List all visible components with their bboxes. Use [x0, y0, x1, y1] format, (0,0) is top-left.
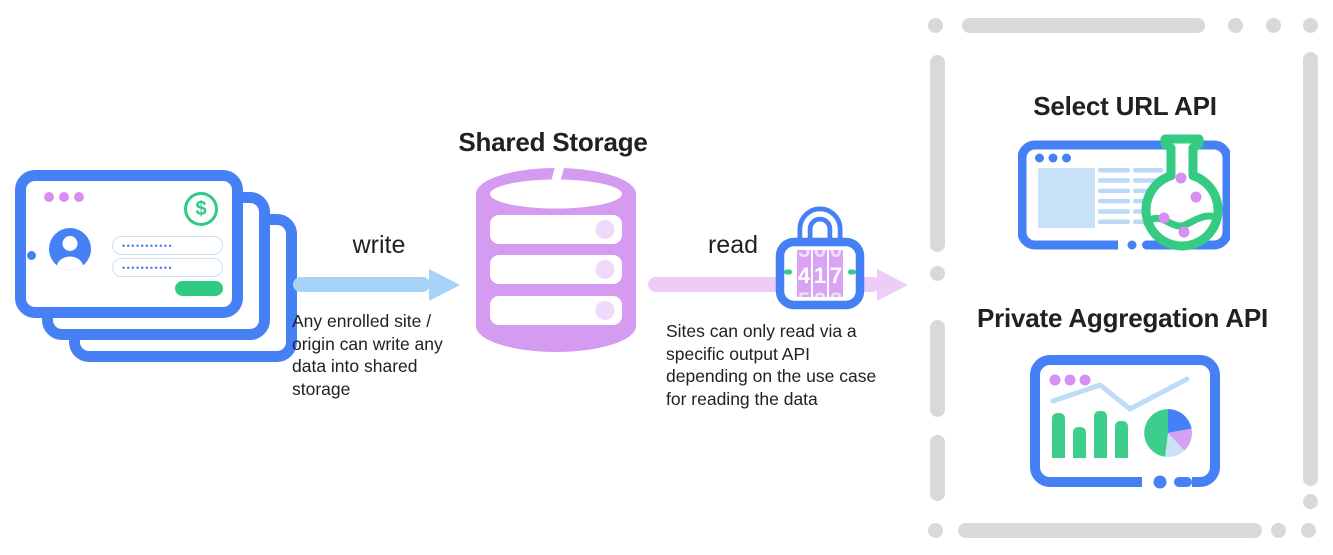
select-url-api-title: Select URL API: [1033, 91, 1217, 121]
dial-digit-partial: 0: [814, 237, 826, 262]
border-dash: [962, 18, 1205, 33]
border-dash: [1301, 523, 1316, 538]
border-dash: [930, 266, 945, 281]
dial-digit-partial: 5: [798, 288, 810, 313]
write-arrow-head: [429, 269, 460, 301]
password-dots: •••••••••••: [122, 262, 174, 273]
dollar-icon: $: [184, 192, 218, 226]
private-aggregation-api-icon: [1030, 355, 1220, 491]
read-label: read: [707, 231, 759, 259]
border-dash: [930, 435, 945, 501]
password-field: •••••••••••: [112, 236, 223, 255]
database-icon: [468, 165, 644, 360]
read-arrow-head: [877, 269, 908, 301]
border-dash: [930, 55, 945, 252]
submit-button: [175, 281, 223, 296]
border-dash: [1303, 52, 1318, 486]
user-avatar-icon: [49, 228, 91, 270]
pie-chart: [1144, 409, 1192, 457]
dial-digit-partial: 8: [830, 288, 842, 313]
dial-digit: 1: [814, 263, 826, 288]
shared-storage-title: Shared Storage: [458, 127, 648, 157]
read-description: Sites can only read via a specific outpu…: [666, 321, 877, 409]
border-gap: [26, 262, 37, 269]
dial-digit: 7: [830, 263, 842, 288]
window-dot: [74, 192, 84, 202]
combination-lock-icon: 4 1 7 5 0 0 5 2 8: [775, 200, 865, 332]
dial-digit-partial: 2: [814, 288, 826, 313]
dial-digit: 4: [798, 263, 811, 288]
write-arrow: [293, 277, 430, 292]
window-border-dot: [1153, 475, 1167, 489]
line-chart: [1050, 376, 1190, 412]
border-dash: [1266, 18, 1281, 33]
dial-digit-partial: 5: [798, 237, 810, 262]
dollar-symbol: $: [195, 197, 207, 220]
border-dash: [1303, 494, 1318, 509]
border-dash: [928, 18, 943, 33]
border-dash: [930, 320, 945, 417]
window-dot: [59, 192, 69, 202]
select-url-api-icon: [1018, 133, 1230, 259]
write-label: write: [352, 231, 406, 259]
border-dot: [27, 251, 36, 260]
window-control-dots: [44, 192, 84, 202]
border-dash: [1228, 18, 1243, 33]
flask-icon: [1141, 134, 1223, 251]
border-dash: [1271, 523, 1286, 538]
window-dot: [44, 192, 54, 202]
border-dash: [928, 523, 943, 538]
private-aggregation-api-title: Private Aggregation API: [976, 303, 1269, 333]
dial-digit-partial: 0: [830, 237, 842, 262]
border-gap: [26, 243, 37, 250]
password-field-2: •••••••••••: [112, 258, 223, 277]
site-login-window: $ ••••••••••• •••••••••••: [15, 170, 243, 318]
window-border-dot: [1127, 240, 1137, 250]
bar-chart: [1052, 411, 1128, 458]
write-description: Any enrolled site / origin can write any…: [292, 311, 443, 399]
password-dots: •••••••••••: [122, 240, 174, 251]
border-dash: [1303, 18, 1318, 33]
border-dash: [958, 523, 1262, 538]
